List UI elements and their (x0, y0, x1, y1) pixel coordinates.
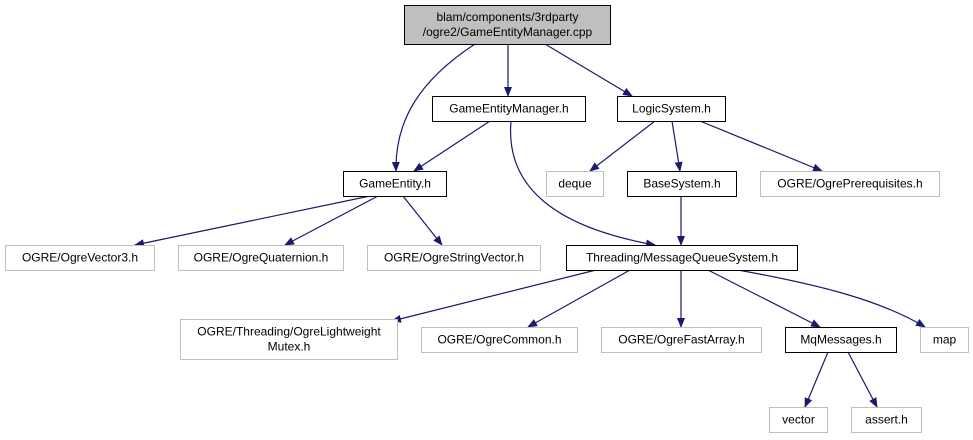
node-label: OGRE/OgreFastArray.h (618, 333, 744, 347)
edge-gameentity-to-vec3 (134, 195, 371, 248)
node-box (851, 407, 922, 433)
node-box (769, 407, 828, 433)
node-box (432, 96, 586, 122)
node-strvec: OGRE/OgreStringVector.h (367, 245, 541, 271)
node-box (566, 245, 798, 271)
node-box (546, 171, 604, 197)
node-common: OGRE/OgreCommon.h (421, 327, 578, 353)
edge-mqmsg-to-vector (804, 351, 829, 408)
edge-gem-to-mqs (509, 120, 656, 248)
nodes: blam/components/3rdparty/ogre2/GameEntit… (5, 5, 969, 433)
node-box (617, 96, 726, 122)
node-logic[interactable]: LogicSystem.h (617, 96, 726, 122)
node-box (367, 245, 541, 271)
node-box (627, 171, 737, 197)
node-prereq: OGRE/OgrePrerequisites.h (760, 171, 940, 197)
node-box (785, 327, 897, 353)
edge-logic-to-prereq (699, 120, 823, 172)
node-label: LogicSystem.h (632, 102, 711, 116)
edge-root-to-logic (544, 43, 633, 97)
node-fastarr: OGRE/OgreFastArray.h (601, 327, 762, 353)
edge-logic-to-basesys (671, 120, 683, 172)
node-label: blam/components/3rdparty (436, 10, 578, 24)
edge-gameentity-to-strvec (402, 195, 443, 246)
node-label: OGRE/OgrePrerequisites.h (777, 177, 922, 191)
node-label: Threading/MessageQueueSystem.h (586, 251, 778, 265)
edge-mqs-to-mqmsg (707, 269, 821, 328)
node-box (178, 245, 344, 271)
node-root[interactable]: blam/components/3rdparty/ogre2/GameEntit… (404, 5, 611, 45)
node-label: deque (558, 177, 592, 191)
node-box (343, 171, 447, 197)
node-label: assert.h (865, 413, 908, 427)
node-box (601, 327, 762, 353)
node-mqs[interactable]: Threading/MessageQueueSystem.h (566, 245, 798, 271)
node-vec3: OGRE/OgreVector3.h (5, 245, 155, 271)
node-box (760, 171, 940, 197)
node-box (180, 319, 398, 360)
node-vector: vector (769, 407, 828, 433)
node-label: BaseSystem.h (643, 177, 720, 191)
node-gameentity[interactable]: GameEntity.h (343, 171, 447, 197)
node-box (5, 245, 155, 271)
edge-mqs-to-map (737, 269, 926, 328)
node-label: OGRE/OgreQuaternion.h (194, 251, 329, 265)
node-mqmsg[interactable]: MqMessages.h (785, 327, 897, 353)
node-label: Mutex.h (268, 340, 311, 354)
edge-root-to-gameentity (391, 43, 476, 172)
node-label: OGRE/OgreVector3.h (22, 251, 138, 265)
node-label: OGRE/OgreCommon.h (437, 333, 561, 347)
edges (134, 43, 926, 408)
node-label: vector (782, 413, 815, 427)
edge-mqs-to-common (527, 269, 631, 328)
node-map: map (920, 327, 969, 353)
node-gem[interactable]: GameEntityManager.h (432, 96, 586, 122)
edge-mqmsg-to-assert (847, 351, 878, 408)
node-assert: assert.h (851, 407, 922, 433)
node-label: MqMessages.h (800, 333, 881, 347)
node-label: GameEntity.h (359, 177, 431, 191)
node-box (404, 5, 611, 45)
node-deque: deque (546, 171, 604, 197)
node-label: OGRE/OgreStringVector.h (384, 251, 524, 265)
node-basesys[interactable]: BaseSystem.h (627, 171, 737, 197)
node-label: map (933, 333, 957, 347)
edge-gem-to-gameentity (413, 120, 491, 172)
node-label: /ogre2/GameEntityManager.cpp (423, 25, 593, 39)
edge-gameentity-to-quat (284, 195, 379, 246)
node-box (920, 327, 969, 353)
node-label: GameEntityManager.h (449, 102, 568, 116)
node-box (421, 327, 578, 353)
edge-mqs-to-mutex (391, 269, 597, 323)
node-label: OGRE/Threading/OgreLightweight (197, 325, 381, 339)
edge-logic-to-deque (589, 120, 656, 172)
node-quat: OGRE/OgreQuaternion.h (178, 245, 344, 271)
